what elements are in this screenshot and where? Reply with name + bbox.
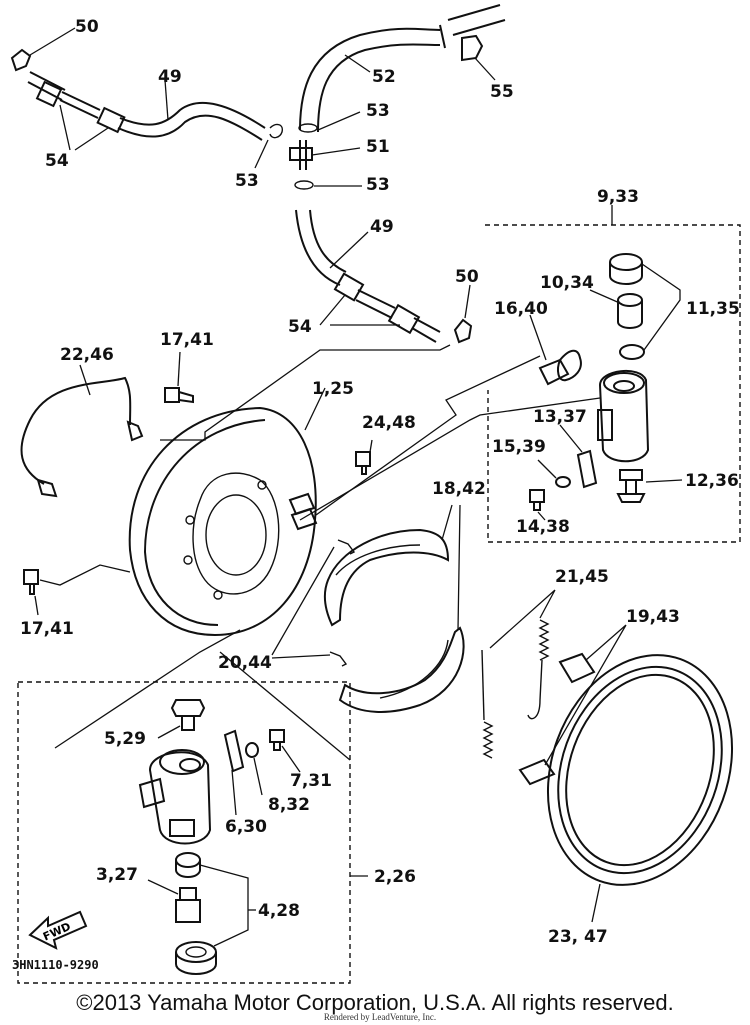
hose-49-upper — [27, 71, 266, 151]
label-14-38: 14,38 — [516, 517, 570, 537]
spring-21-45 — [481, 589, 556, 759]
bolt-24-48 — [355, 439, 373, 475]
label-18-42: 18,42 — [432, 479, 486, 499]
brake-pipe-22-46 — [20, 364, 144, 498]
label-17-41: 17,41 — [160, 330, 214, 350]
label-21-45: 21,45 — [555, 567, 609, 587]
plate-6-30 — [223, 729, 245, 816]
label-49: 49 — [158, 67, 182, 87]
label-12-36: 12,36 — [685, 471, 739, 491]
label-54: 54 — [288, 317, 312, 337]
group-box-2-26 — [17, 681, 351, 984]
label-8-32: 8,32 — [268, 795, 310, 815]
brake-drum-23-47 — [546, 654, 734, 923]
retainer-19-43 — [518, 624, 627, 786]
plate-13-37 — [559, 424, 598, 489]
label-23-47: 23, 47 — [548, 927, 608, 947]
label-53: 53 — [235, 171, 259, 191]
label-51: 51 — [366, 137, 390, 157]
hose-52 — [299, 4, 506, 133]
label-55: 55 — [490, 82, 514, 102]
bolt-17-41-upper — [164, 351, 194, 404]
label-13-37: 13,37 — [533, 407, 587, 427]
wheel-cylinder-right — [529, 314, 650, 463]
label-17-41: 17,41 — [20, 619, 74, 639]
label-15-39: 15,39 — [492, 437, 546, 457]
label-19-43: 19,43 — [626, 607, 680, 627]
label-50: 50 — [75, 17, 99, 37]
piston-set-3-27-4-28 — [147, 852, 256, 975]
render-note: Rendered by LeadVenture, Inc. — [323, 1012, 437, 1022]
brake-shoe-upper — [323, 528, 450, 627]
label-3-27: 3,27 — [96, 865, 138, 885]
washer-15-39 — [537, 459, 571, 488]
clamp-53-left — [254, 123, 284, 169]
brake-backing-plate — [128, 387, 326, 637]
bolt-7-31 — [269, 729, 301, 773]
washer-8-32 — [245, 742, 263, 796]
forward-arrow-icon — [28, 910, 88, 950]
label-52: 52 — [372, 67, 396, 87]
label-49: 49 — [370, 217, 394, 237]
label-22-46: 22,46 — [60, 345, 114, 365]
label-10-34: 10,34 — [540, 273, 594, 293]
label-6-30: 6,30 — [225, 817, 267, 837]
joint-51 — [289, 111, 362, 190]
clip-50-top — [10, 27, 76, 72]
bolt-17-41-lower — [23, 564, 131, 616]
copyright-notice: ©2013 Yamaha Motor Corporation, U.S.A. A… — [76, 990, 674, 1015]
brake-shoe-lower — [338, 626, 465, 713]
label-16-40: 16,40 — [494, 299, 548, 319]
label-20-44: 20,44 — [218, 653, 272, 673]
label-1-25: 1,25 — [312, 379, 354, 399]
bolt-14-38 — [529, 489, 546, 521]
label-5-29: 5,29 — [104, 729, 146, 749]
figure-code: 3HN1110-9290 — [12, 958, 99, 972]
clip-55 — [461, 34, 496, 81]
pin-20-44 — [271, 539, 356, 667]
label-54: 54 — [45, 151, 69, 171]
label-53: 53 — [366, 175, 390, 195]
clip-50-right — [453, 284, 473, 344]
wheel-cylinder-parts-top — [589, 253, 681, 360]
fwd-label: FWD — [41, 920, 73, 944]
bleeder-5-29 — [157, 699, 206, 739]
label-2-26: 2,26 — [374, 867, 416, 887]
hose-49-lower — [295, 209, 441, 343]
wheel-cylinder-left — [138, 749, 212, 845]
label-9-33: 9,33 — [597, 187, 639, 207]
label-53: 53 — [366, 101, 390, 121]
label-50: 50 — [455, 267, 479, 287]
label-11-35: 11,35 — [686, 299, 740, 319]
label-24-48: 24,48 — [362, 413, 416, 433]
label-4-28: 4,28 — [258, 901, 300, 921]
bleeder-12-36 — [616, 469, 683, 503]
group-box-9-33 — [485, 224, 741, 543]
label-7-31: 7,31 — [290, 771, 332, 791]
